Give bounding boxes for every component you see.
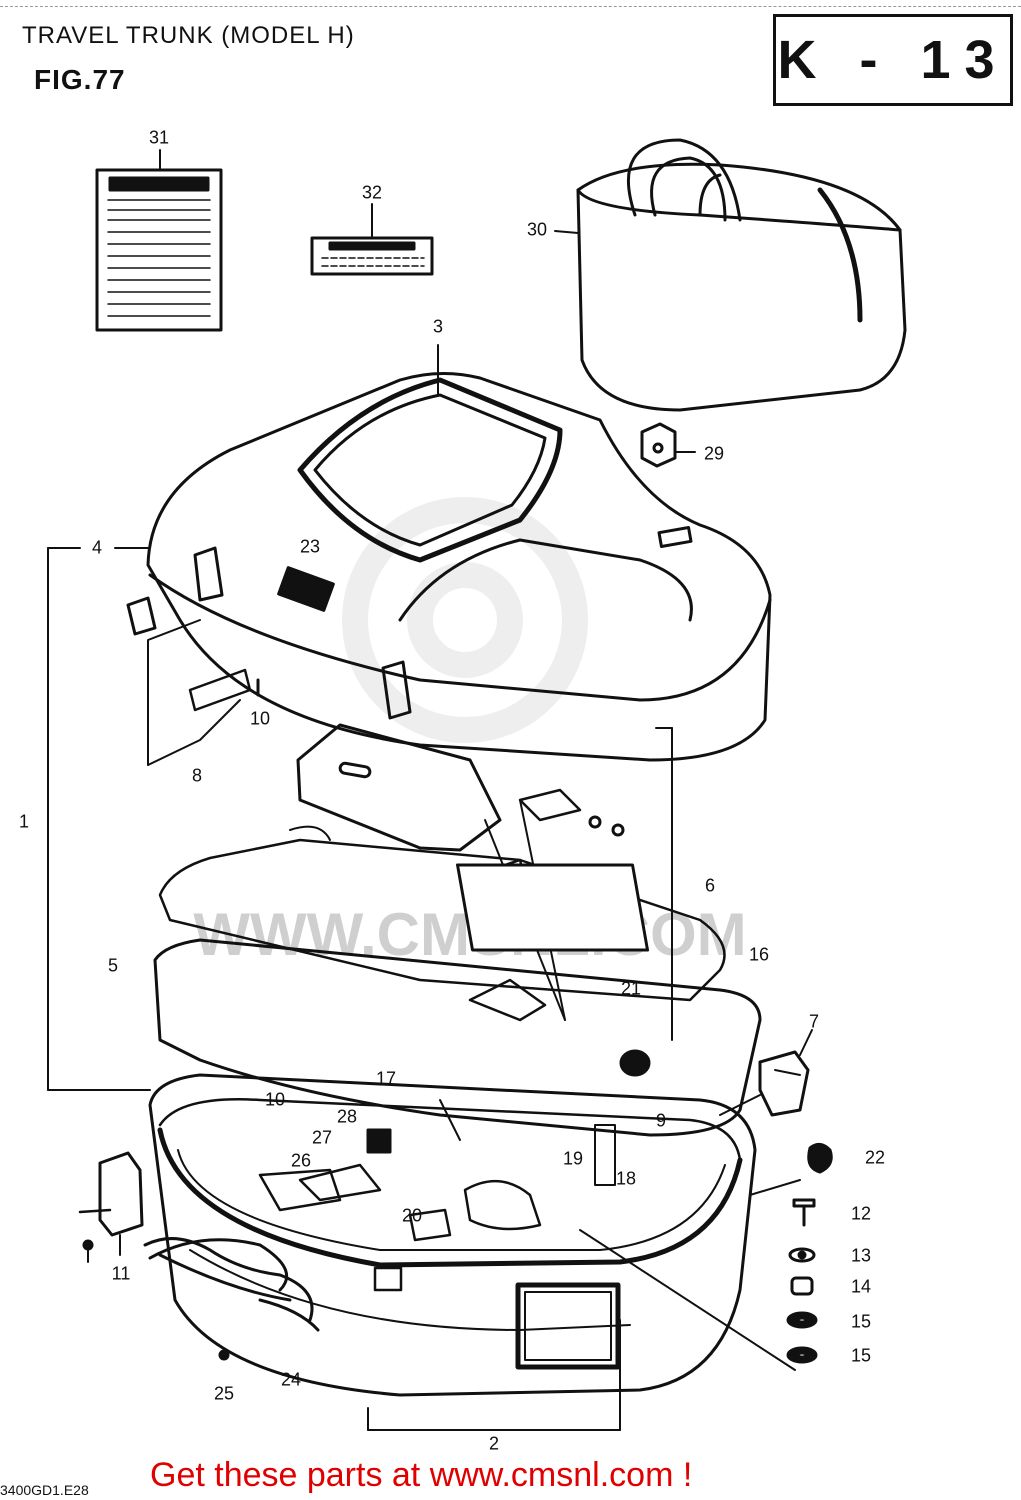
small-cap-part [640,422,696,468]
lock-assembly-part [78,1151,144,1263]
callout-10-lid: 10 [249,708,271,729]
callout-19: 19 [562,1148,584,1169]
seal-gasket-part [153,938,762,1137]
callout-28: 28 [336,1106,358,1127]
callout-30: 30 [526,219,548,240]
callout-20: 20 [401,1205,423,1226]
callout-26: 26 [290,1150,312,1171]
callout-1: 1 [18,811,30,832]
callout-9: 9 [655,1110,667,1131]
callout-31: 31 [148,127,170,148]
callout-15-lower: 15 [850,1345,872,1366]
latch-part [719,1029,813,1117]
travel-bag-part [554,138,907,412]
callout-12: 12 [850,1203,872,1224]
callout-21: 21 [620,978,642,999]
footer-link-text[interactable]: Get these parts at www.cmsnl.com ! [150,1456,693,1494]
knob-part [619,1049,651,1077]
drawing-code: 3400GD1.E28 [0,1482,89,1498]
callout-16: 16 [748,944,770,965]
callout-6: 6 [704,875,716,896]
lid-liner-part [158,825,726,1002]
callout-18: 18 [615,1168,637,1189]
trunk-base-part [148,1073,757,1431]
diagram-title: TRAVEL TRUNK (MODEL H) [22,22,355,49]
callout-25: 25 [213,1383,235,1404]
callout-8: 8 [191,765,203,786]
section-code-box: K - 13 [773,14,1013,106]
top-border [0,6,1021,7]
screw-part [218,1349,230,1361]
callout-27: 27 [311,1127,333,1148]
callout-32: 32 [361,182,383,203]
callout-15-upper: 15 [850,1311,872,1332]
hardware-stack-part [579,1143,833,1371]
inner-tray-part [296,723,673,1041]
figure-number: FIG.77 [34,64,126,95]
assembly-bracket [47,547,151,1091]
callout-7: 7 [808,1011,820,1032]
section-code: K - 13 [777,30,1009,90]
callout-22: 22 [864,1147,886,1168]
callout-13: 13 [850,1245,872,1266]
callout-29: 29 [703,443,725,464]
warning-label-part [95,149,223,332]
callout-11: 11 [111,1263,131,1284]
callout-4: 4 [91,537,103,558]
callout-3: 3 [432,316,444,337]
watermark [342,497,588,743]
emblem-part [143,1237,314,1322]
trunk-lid-part [126,344,772,762]
callout-24: 24 [280,1369,302,1390]
hinge-bracket-part [147,619,260,766]
callout-17: 17 [375,1068,397,1089]
callout-23: 23 [299,536,321,557]
callout-10-base: 10 [264,1089,286,1110]
callout-2: 2 [488,1433,500,1454]
callout-5: 5 [107,955,119,976]
callout-14: 14 [850,1276,872,1297]
label-plate-part [310,203,434,276]
